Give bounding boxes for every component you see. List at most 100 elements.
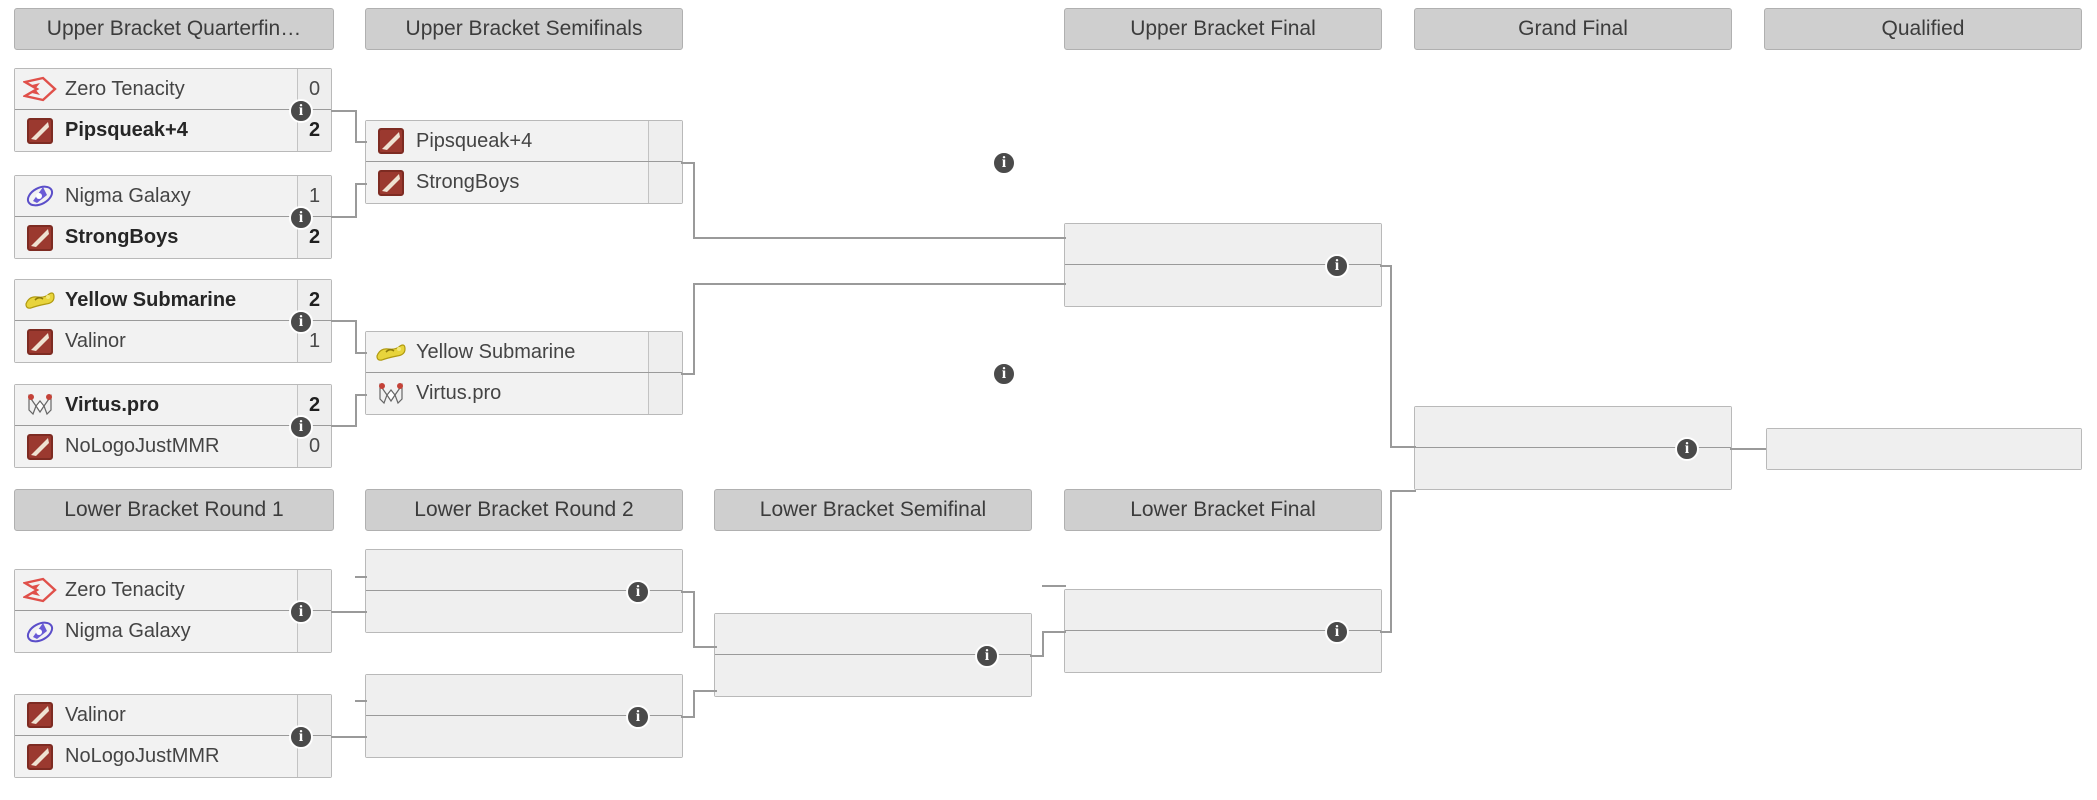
connector [331,110,357,112]
match-opponent-row[interactable]: NoLogoJustMMR 0 [15,426,331,467]
match-info-icon[interactable]: i [289,600,313,624]
team-score [648,373,682,414]
virtus-pro-logo [366,373,410,414]
round-header-upper-bracket-final[interactable]: Upper Bracket Final [1064,8,1382,50]
slot-qualified-team[interactable] [1766,428,2082,470]
match-info-icon[interactable]: i [992,362,1016,386]
round-header-upper-bracket-quarterfinals[interactable]: Upper Bracket Quarterfin… [14,8,334,50]
nigma-galaxy-logo [15,611,59,652]
match-opponent-row[interactable]: Nigma Galaxy [15,611,331,652]
match-opponent-row[interactable]: Pipsqueak+4 2 [15,110,331,151]
dota-default-logo [15,110,59,151]
round-header-lower-bracket-semifinal[interactable]: Lower Bracket Semifinal [714,489,1032,531]
match-upper-quarterfinal-2[interactable]: Nigma Galaxy 1 StrongBoys 2 i [14,175,332,259]
team-name: Zero Tenacity [65,578,185,601]
match-opponent-row[interactable]: Virtus.pro 2 [15,385,331,426]
match-lower-round2-1[interactable]: i [365,549,683,633]
team-name: Yellow Submarine [65,288,237,311]
match-info-icon[interactable]: i [289,99,313,123]
match-info-icon[interactable]: i [626,580,650,604]
zero-tenacity-logo [15,69,59,109]
match-info-icon[interactable]: i [975,644,999,668]
match-opponent-row[interactable]: Pipsqueak+4 [366,121,682,162]
connector [693,162,695,239]
connector [693,591,695,648]
connector [331,736,367,738]
team-name: Nigma Galaxy [65,184,191,207]
round-header-lower-bracket-final[interactable]: Lower Bracket Final [1064,489,1382,531]
connector [1042,631,1066,633]
round-header-upper-bracket-semifinals[interactable]: Upper Bracket Semifinals [365,8,683,50]
match-opponent-row[interactable]: StrongBoys 2 [15,217,331,258]
match-opponent-row[interactable]: StrongBoys [366,162,682,203]
team-name: Valinor [65,330,126,352]
match-upper-quarterfinal-4[interactable]: Virtus.pro 2 NoLogoJustMMR 0 i [14,384,332,468]
match-lower-bracket-final[interactable]: i [1064,589,1382,673]
dota-default-logo [15,321,59,362]
match-lower-round1-1[interactable]: Zero Tenacity Nigma Galaxy i [14,569,332,653]
connector [355,141,367,143]
round-header-grand-final[interactable]: Grand Final [1414,8,1732,50]
connector [693,690,695,718]
dota-default-logo [15,736,59,777]
match-info-icon[interactable]: i [1325,254,1349,278]
match-opponent-row[interactable]: Zero Tenacity [15,570,331,611]
match-info-icon[interactable]: i [992,151,1016,175]
team-name: Pipsqueak+4 [65,119,188,141]
connector [693,237,1066,239]
match-upper-bracket-final[interactable]: i [1064,223,1382,307]
connector [355,110,357,143]
match-upper-quarterfinal-1[interactable]: Zero Tenacity 0 Pipsqueak+4 2 i [14,68,332,152]
match-opponent-row[interactable]: Valinor 1 [15,321,331,362]
match-info-icon[interactable]: i [1325,620,1349,644]
match-opponent-row[interactable]: Yellow Submarine 2 [15,280,331,321]
team-name: NoLogoJustMMR [65,745,220,767]
match-info-icon[interactable]: i [626,705,650,729]
connector [1390,265,1392,448]
match-opponent-row[interactable]: NoLogoJustMMR [15,736,331,777]
round-header-lower-bracket-round-2[interactable]: Lower Bracket Round 2 [365,489,683,531]
team-name: StrongBoys [416,171,520,193]
match-lower-semifinal[interactable]: i [714,613,1032,697]
team-name: Yellow Submarine [416,340,576,363]
match-upper-quarterfinal-3[interactable]: Yellow Submarine 2 Valinor 1 i [14,279,332,363]
match-upper-semifinal-1[interactable]: Pipsqueak+4 StrongBoys i [365,120,1016,204]
yellow-submarine-logo [366,332,410,372]
round-header-lower-bracket-round-1[interactable]: Lower Bracket Round 1 [14,489,334,531]
team-name: Virtus.pro [416,382,502,404]
connector [355,183,357,218]
match-info-icon[interactable]: i [289,310,313,334]
team-name: Pipsqueak+4 [416,129,533,152]
connector [693,283,1066,285]
match-opponent-row[interactable] [1767,429,2081,469]
connector [355,576,367,578]
match-info-icon[interactable]: i [289,725,313,749]
match-opponent-row[interactable]: Valinor [15,695,331,736]
match-opponent-row[interactable] [1415,407,1731,448]
match-grand-final[interactable]: i [1414,406,1732,490]
team-name: Nigma Galaxy [65,620,191,642]
match-upper-semifinal-2[interactable]: Yellow Submarine Virtus.pro i [365,331,1016,415]
match-opponent-row[interactable]: Yellow Submarine [366,332,682,373]
match-opponent-row[interactable]: Zero Tenacity 0 [15,69,331,110]
match-lower-round1-2[interactable]: Valinor NoLogoJustMMR i [14,694,332,778]
dota-default-logo [15,217,59,258]
match-opponent-row[interactable]: Nigma Galaxy 1 [15,176,331,217]
connector [355,183,367,185]
connector [1390,446,1416,448]
round-header-qualified[interactable]: Qualified [1764,8,2082,50]
zero-tenacity-logo [15,570,59,610]
connector [681,716,695,718]
dota-default-logo [15,426,59,467]
match-info-icon[interactable]: i [1675,437,1699,461]
match-info-icon[interactable]: i [289,206,313,230]
team-score [648,121,682,161]
match-opponent-row[interactable]: Virtus.pro [366,373,682,414]
match-info-icon[interactable]: i [289,415,313,439]
team-score [648,332,682,372]
connector [693,283,695,375]
match-lower-round2-2[interactable]: i [365,674,683,758]
team-score [648,162,682,203]
connector [331,425,357,427]
